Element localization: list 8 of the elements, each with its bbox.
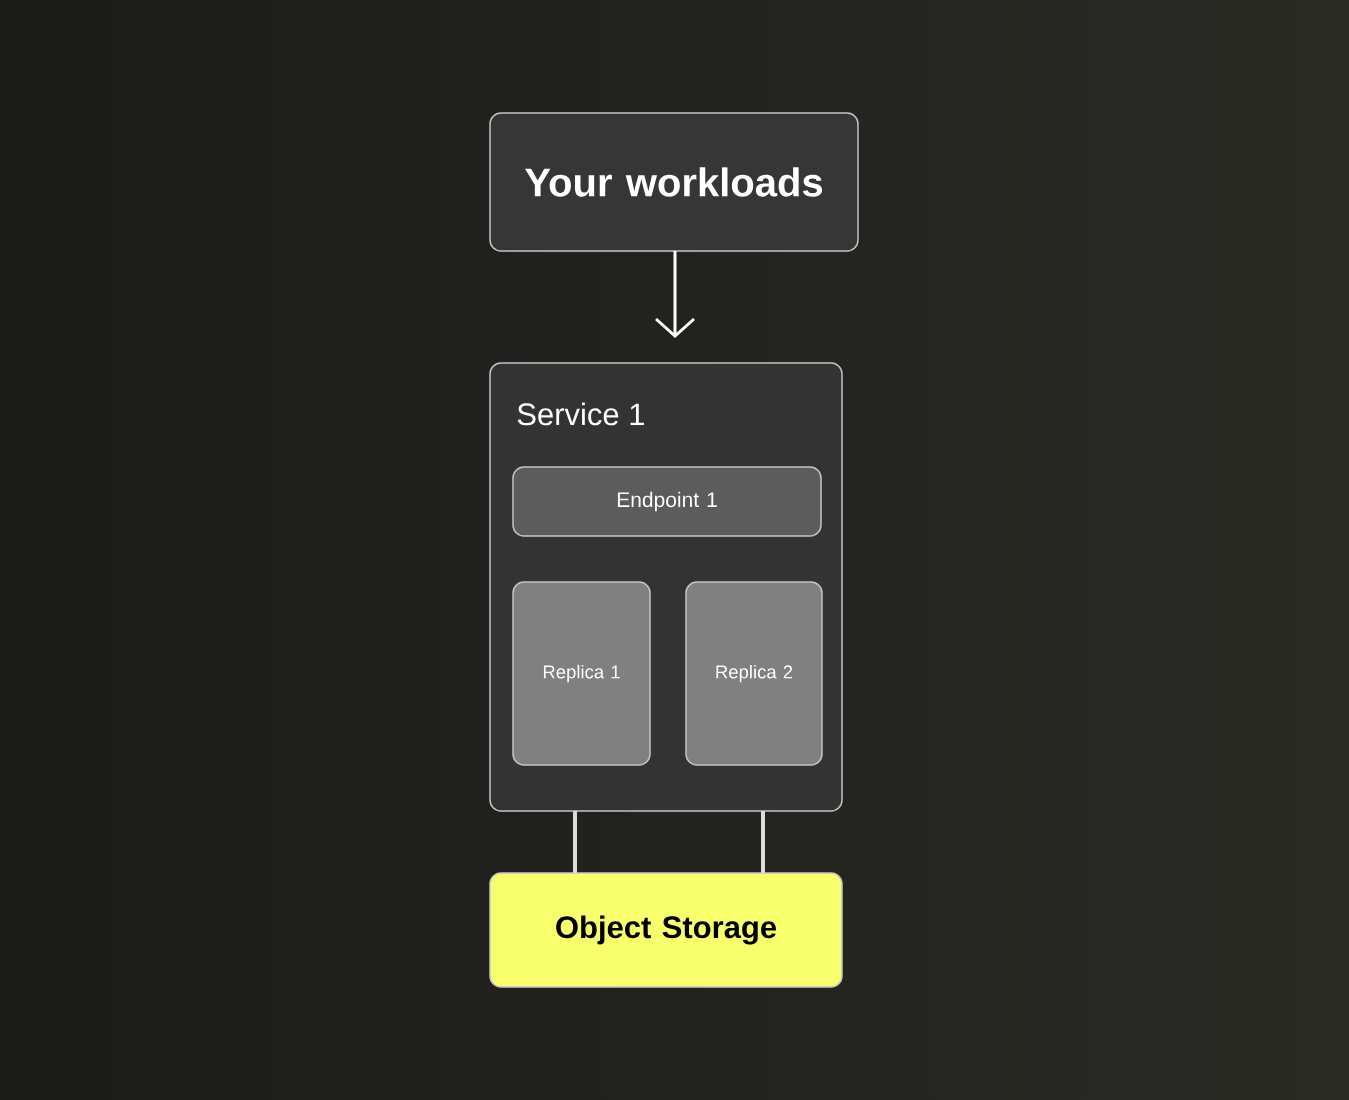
connector-line	[761, 811, 765, 873]
replica-box: Replica 2	[685, 581, 823, 766]
endpoint-box: Endpoint 1	[512, 466, 822, 537]
process-box: Your workloads	[489, 112, 859, 252]
connector-line	[573, 811, 577, 873]
storage-box: Object Storage	[489, 872, 843, 988]
arrow	[655, 251, 695, 338]
replica-box: Replica 1	[512, 581, 651, 766]
